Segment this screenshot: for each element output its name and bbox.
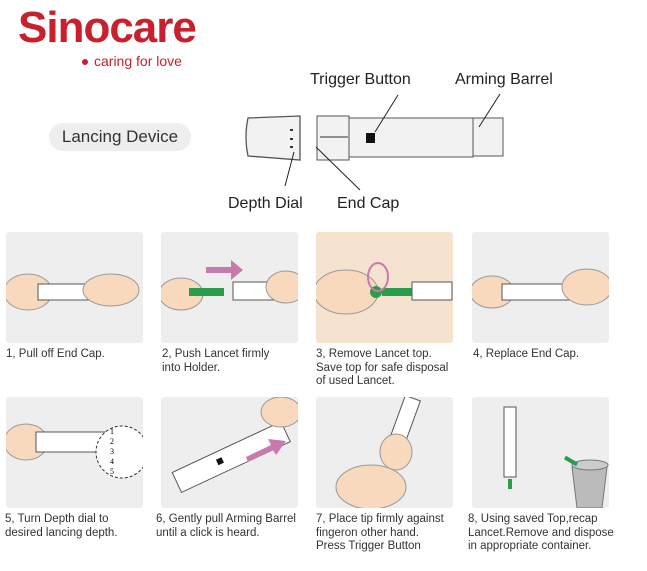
- tagline-text: caring for love: [94, 53, 182, 69]
- brand-logo: Sinocare: [18, 3, 197, 52]
- depth-level: 2: [110, 437, 114, 446]
- step-3-image: [316, 232, 453, 343]
- step-7-caption: 7, Place tip firmly against fingeron oth…: [316, 513, 444, 552]
- step-5-image: 1 2 3 4 5: [6, 397, 143, 508]
- step-1-image: [6, 232, 143, 343]
- label-depth-dial: Depth Dial: [228, 195, 303, 212]
- step-4-image: [472, 232, 609, 343]
- dot-icon: [82, 59, 88, 66]
- step-5-caption: 5, Turn Depth dial to desired lancing de…: [5, 513, 118, 539]
- label-end-cap: End Cap: [337, 195, 400, 212]
- step-2-caption: 2, Push Lancet firmly into Holder.: [162, 348, 270, 374]
- depth-level: 1: [110, 427, 114, 436]
- step-6-image: [161, 397, 298, 508]
- device-title: Lancing Device: [49, 123, 191, 151]
- label-arming-barrel: Arming Barrel: [455, 71, 553, 88]
- step-1-caption: 1, Pull off End Cap.: [6, 348, 105, 360]
- step-8-image: [472, 397, 609, 508]
- depth-level: 5: [110, 467, 114, 476]
- depth-level: 4: [110, 457, 114, 466]
- label-trigger-button: Trigger Button: [310, 71, 411, 88]
- step-8-caption: 8, Using saved Top,recap Lancet.Remove a…: [468, 513, 614, 552]
- step-7-image: [316, 397, 453, 508]
- lancing-device-diagram: [245, 93, 504, 191]
- step-2-image: [161, 232, 298, 343]
- step-4-caption: 4, Replace End Cap.: [473, 348, 580, 360]
- brand-tagline: caring for love: [82, 53, 182, 69]
- step-6-caption: 6, Gently pull Arming Barrel until a cli…: [156, 513, 296, 539]
- depth-level: 3: [110, 447, 114, 456]
- depth-level-list: 1 2 3 4 5: [110, 427, 114, 477]
- step-3-caption: 3, Remove Lancet top. Save top for safe …: [316, 348, 449, 387]
